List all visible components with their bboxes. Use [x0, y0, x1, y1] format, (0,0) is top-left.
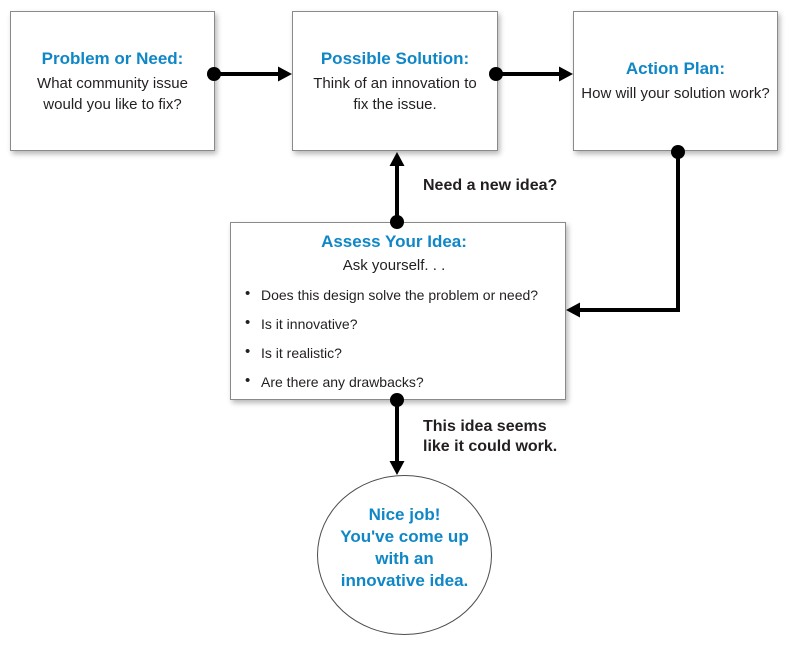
terminal-text-line: innovative idea. [340, 571, 469, 590]
arrow-assess-to-terminal [389, 393, 405, 475]
arrow-assess-to-solution [389, 152, 405, 229]
nice-job-terminal-circle: Nice job! You've come up with an innovat… [317, 475, 492, 635]
solution-box-title: Possible Solution: [320, 48, 470, 68]
assess-bullet-item: Is it innovative? [245, 314, 557, 333]
arrow-solution-to-action [489, 66, 573, 82]
assess-box-title: Assess Your Idea: [321, 232, 467, 251]
idea-could-work-line1: This idea seems [423, 418, 547, 435]
possible-solution-box: Possible Solution: Think of an innovatio… [292, 11, 498, 151]
arrow-problem-to-solution [207, 66, 292, 82]
terminal-text-line: You've come up [340, 527, 469, 546]
problem-or-need-box: Problem or Need: What community issue wo… [10, 11, 215, 151]
assess-box-subtitle: Ask yourself. . . [342, 257, 446, 274]
action-plan-box: Action Plan: How will your solution work… [573, 11, 778, 151]
idea-could-work-label: This idea seems like it could work. [423, 417, 557, 457]
action-box-body: How will your solution work? [581, 85, 770, 102]
problem-box-body: What community issue would you like to f… [37, 74, 188, 113]
terminal-text-line: Nice job! [368, 505, 441, 524]
assess-your-idea-box: Assess Your Idea: Ask yourself. . . Does… [230, 222, 566, 400]
problem-box-title: Problem or Need: [41, 48, 184, 68]
idea-could-work-line2: like it could work. [423, 438, 558, 455]
assess-bullet-item: Are there any drawbacks? [245, 372, 557, 391]
arrow-action-to-assess [566, 145, 685, 318]
solution-box-body: Think of an innovation to fix the issue. [313, 74, 477, 113]
assess-bullet-item: Does this design solve the problem or ne… [245, 285, 557, 304]
assess-bullet-list: Does this design solve the problem or ne… [231, 285, 557, 391]
need-new-idea-label: Need a new idea? [423, 177, 558, 194]
assess-bullet-item: Is it realistic? [245, 343, 557, 362]
terminal-text-line: with an [375, 549, 434, 568]
action-box-title: Action Plan: [625, 59, 726, 78]
